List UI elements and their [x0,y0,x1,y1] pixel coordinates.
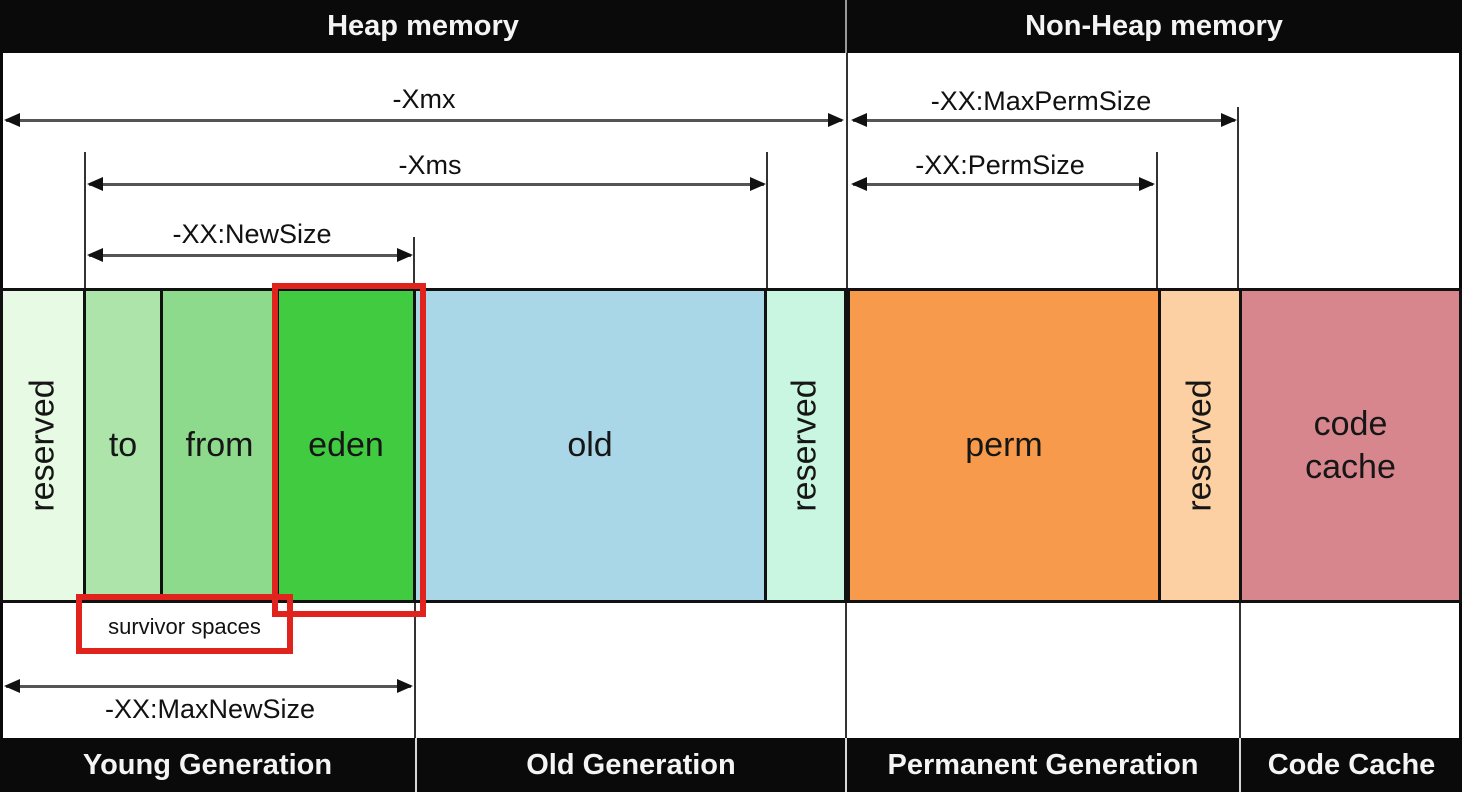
maxpermsize-arrow [851,113,1237,127]
perm-codecache-divider-line [1239,603,1241,738]
perm-block: perm [850,291,1158,600]
old-perm-divider-line [845,603,847,738]
newsize-label: -XX:NewSize [172,219,332,249]
perm-label: perm [965,426,1043,464]
newsize-right-tick [413,237,415,284]
from-label: from [185,426,254,464]
bottom-footer-bar: Young Generation Old Generation Permanen… [0,738,1462,792]
footer-divider-perm-codecache [1239,738,1241,792]
maxnewsize-label: -XX:MaxNewSize [104,694,316,724]
young-old-divider-line [414,603,416,738]
eden-highlight-box [272,283,426,617]
top-bar-divider [845,0,847,53]
arrow-line [853,183,1153,186]
reserved-old-block: reserved [767,291,844,600]
xms-label: -Xms [398,150,462,180]
from-block: from [163,291,276,600]
reserved-perm-block: reserved [1161,291,1239,600]
memory-blocks-row: reserved to from eden old reserved perm … [0,288,1462,603]
arrowhead-left-icon [4,679,20,693]
arrowhead-right-icon [750,177,766,191]
old-generation-footer: Old Generation [526,748,736,781]
arrow-line [6,119,842,122]
permsize-label: -XX:PermSize [915,150,1085,180]
young-generation-footer: Young Generation [82,748,333,781]
eden-label: eden [308,426,384,464]
maxpermsize-right-tick [1237,107,1239,288]
arrowhead-left-icon [87,177,103,191]
permsize-right-tick [1156,152,1158,288]
arrow-line [89,254,411,257]
arrowhead-right-icon [828,113,844,127]
arrow-line [89,183,764,186]
footer-divider-old-perm [845,738,847,792]
survivor-spaces-box: survivor spaces [76,594,293,654]
reserved-perm-label: reserved [1180,379,1219,512]
top-header-bar: Heap memory Non-Heap memory [0,0,1462,53]
code-cache-label: code cache [1305,405,1396,486]
eden-block: eden [279,291,413,600]
old-label: old [567,426,613,464]
xmx-label: -Xmx [392,84,456,114]
code-cache-block: code cache [1242,291,1459,600]
code-cache-footer: Code Cache [1267,748,1436,781]
xms-arrow [87,177,766,191]
permanent-generation-footer: Permanent Generation [887,748,1199,781]
arrowhead-left-icon [851,113,867,127]
newsize-arrow [87,248,413,262]
reserved-young-block: reserved [3,291,83,600]
xms-left-tick [84,152,86,288]
arrow-line [853,119,1235,122]
arrowhead-left-icon [4,113,20,127]
arrowhead-left-icon [87,248,103,262]
maxnewsize-arrow [4,679,413,693]
non-heap-memory-header: Non-Heap memory [1025,10,1283,42]
arrowhead-left-icon [851,177,867,191]
arrowhead-right-icon [1221,113,1237,127]
xmx-arrow [4,113,844,127]
permsize-arrow [851,177,1155,191]
footer-divider-young-old [415,738,417,792]
to-block: to [86,291,160,600]
reserved-old-label: reserved [786,379,824,512]
survivor-spaces-label: survivor spaces [108,614,261,639]
reserved-young-label: reserved [23,379,62,512]
heap-nonheap-divider-line [846,53,848,288]
arrowhead-right-icon [1139,177,1155,191]
arrowhead-right-icon [397,679,413,693]
arrowhead-right-icon [397,248,413,262]
xms-right-tick [766,152,768,288]
heap-memory-header: Heap memory [327,10,519,42]
old-block: old [416,291,764,600]
arrow-line [6,685,411,688]
maxpermsize-label: -XX:MaxPermSize [930,86,1152,116]
to-label: to [108,426,138,464]
